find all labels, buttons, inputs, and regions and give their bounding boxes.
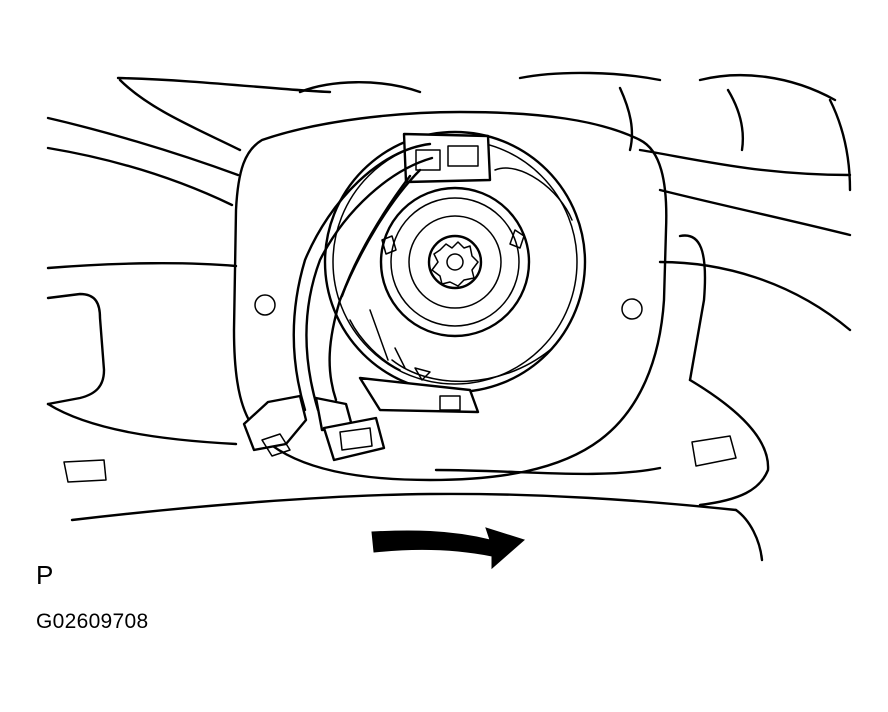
right-mount-hole [621,298,643,320]
lower-bracket [358,376,480,414]
column-cover-lower [46,402,738,522]
clockwise-arrow-icon [371,527,525,570]
dashboard-outline [46,71,852,332]
left-trim-panel [46,292,107,483]
splined-hub [427,234,483,290]
alignment-mark-icon [414,367,431,381]
right-connector-plug [314,396,386,462]
spiral-cable [323,130,587,394]
column-housing [232,110,668,482]
view-label: P [36,560,54,590]
figure-code: G02609708 [36,610,149,633]
wire-harness [292,142,434,412]
left-mount-hole [254,294,276,316]
top-connector [402,132,492,184]
right-trim-panel [678,234,770,562]
left-connector-plug [242,394,308,457]
